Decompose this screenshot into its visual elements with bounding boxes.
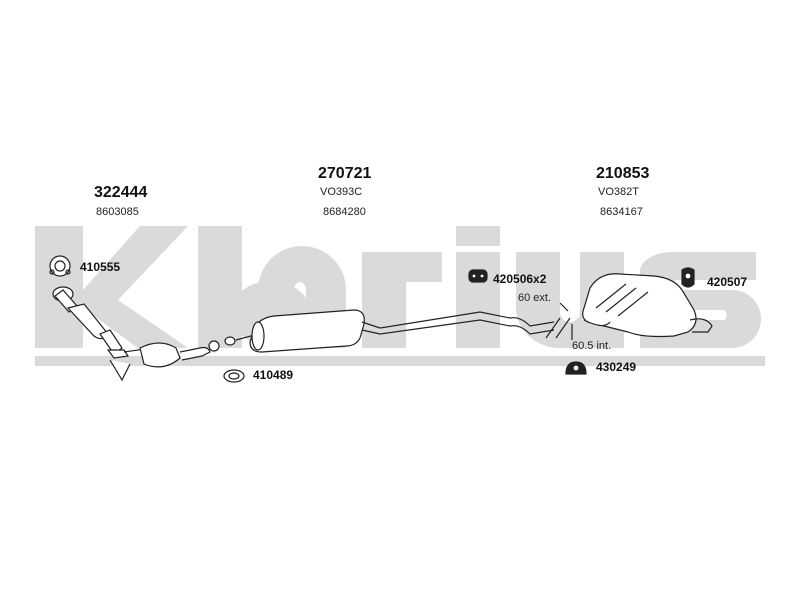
part-number-210853: 210853 [596,165,650,182]
part-code-8603085: 8603085 [96,206,139,218]
gasket-410555-part [49,255,71,277]
middle-silencer-part [224,309,555,353]
hanger-420507-part [681,267,695,288]
part-code-8634167: 8634167 [600,206,643,218]
pipe-int-diameter-note: 60.5 int. [572,340,612,352]
part-number-270721: 270721 [318,165,372,182]
accessory-420506-label: 420506x2 [493,272,547,286]
pipe-ext-diameter-note: 60 ext. [518,292,552,304]
rear-silencer-part [545,273,713,339]
clamp-430249-part [565,361,587,375]
part-number-322444: 322444 [94,184,148,201]
part-ref-vo393c: VO393C [320,186,363,198]
hanger-420506-part [468,269,488,283]
accessory-410489-label: 410489 [253,368,294,382]
accessory-410555-label: 410555 [80,260,121,274]
accessory-430249-label: 430249 [596,360,637,374]
front-catalyst-part [52,286,220,382]
part-ref-vo382t: VO382T [598,186,639,198]
gasket-410489-part [223,369,245,383]
accessory-420507-label: 420507 [707,275,748,289]
part-code-8684280: 8684280 [323,206,366,218]
